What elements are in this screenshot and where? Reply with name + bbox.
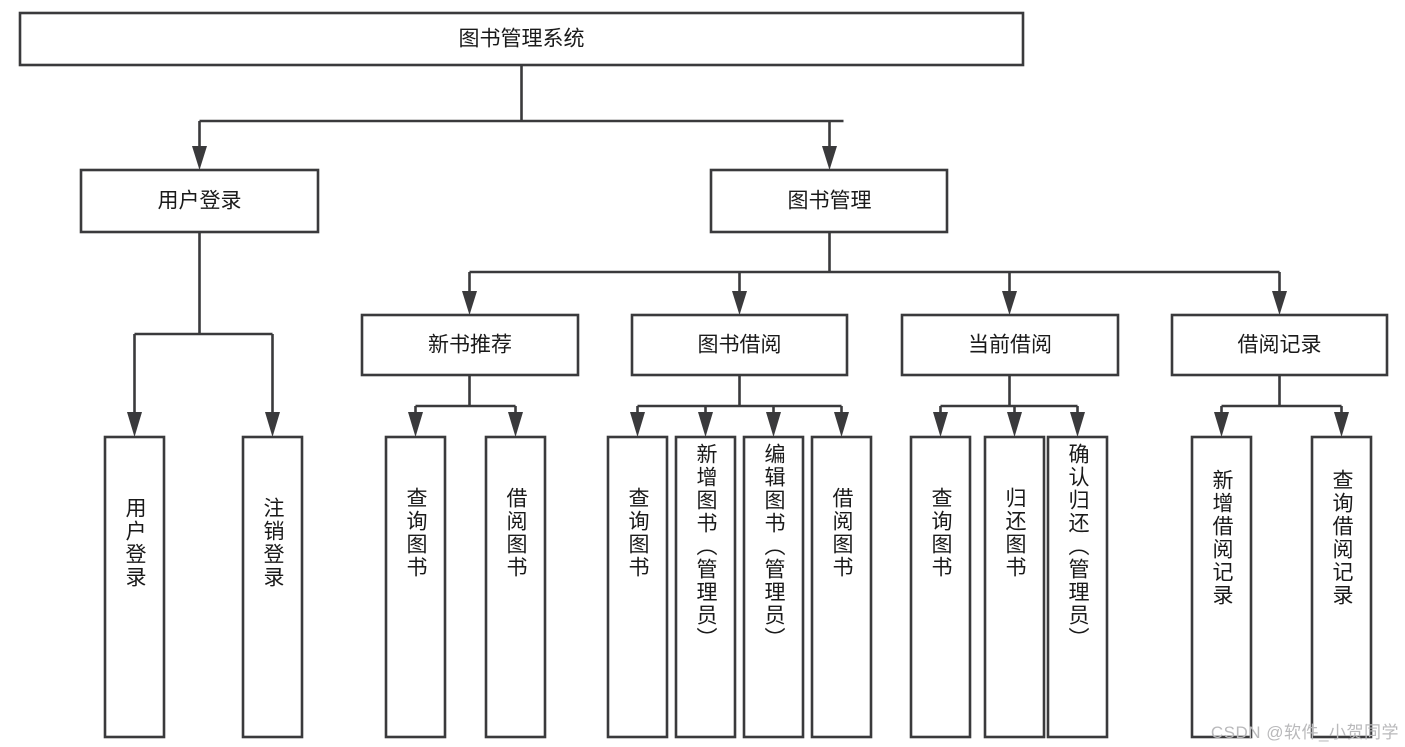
arrowhead-leaf-add-record [1214,412,1229,437]
arrowhead-book-borrow [732,291,747,315]
arrowhead-leaf-add-book [698,412,713,437]
arrowhead-leaf-query-book-1 [408,412,423,437]
node-current-borrow-label: 当前借阅 [968,334,1052,357]
arrowhead-leaf-edit-book [766,412,781,437]
arrowhead-leaf-user-logout [265,412,280,437]
node-layer: 图书管理系统 用户登录 图书管理 新书推荐 图书借阅 当前借阅 借阅记录 [18,11,1389,739]
node-leaf-borrow-book-1[interactable] [484,435,547,739]
node-current-borrow[interactable] [900,313,1120,377]
node-book-manage[interactable] [709,168,949,234]
arrowhead-new-book-recommend [462,291,477,315]
node-book-borrow[interactable] [630,313,849,377]
node-book-manage-label: 图书管理 [788,190,872,213]
node-leaf-confirm-return[interactable] [1046,435,1109,739]
arrowhead-leaf-borrow-book-2 [834,412,849,437]
node-new-book-recommend[interactable] [360,313,580,377]
arrowhead-leaf-query-book-3 [933,412,948,437]
connector-layer [127,65,1349,437]
node-leaf-query-book-3[interactable] [909,435,972,739]
node-leaf-user-logout[interactable] [241,435,304,739]
node-root[interactable] [18,11,1025,67]
csdn-watermark: CSDN @软件_小贺同学 [1210,723,1399,742]
node-user-login[interactable] [79,168,320,234]
arrowhead-leaf-query-record [1334,412,1349,437]
arrowhead-leaf-confirm-return [1070,412,1085,437]
arrowhead-leaf-user-login [127,412,142,437]
arrowhead-leaf-borrow-book-1 [508,412,523,437]
node-book-borrow-label: 图书借阅 [698,334,782,357]
node-leaf-borrow-book-2[interactable] [810,435,873,739]
arrowhead-book-manage [822,146,837,170]
node-leaf-query-record[interactable] [1310,435,1373,739]
arrowhead-leaf-query-book-2 [630,412,645,437]
arrowhead-borrow-record [1272,291,1287,315]
node-leaf-add-record[interactable] [1190,435,1253,739]
node-leaf-edit-book[interactable] [742,435,805,739]
node-root-label: 图书管理系统 [459,28,585,51]
node-leaf-query-book-2[interactable] [606,435,669,739]
node-leaf-user-login[interactable] [103,435,166,739]
node-new-book-recommend-label: 新书推荐 [428,334,512,357]
node-borrow-record-label: 借阅记录 [1238,334,1322,357]
node-leaf-return-book[interactable] [983,435,1046,739]
arrowhead-user-login [192,146,207,170]
node-user-login-label: 用户登录 [158,190,242,213]
arrowhead-current-borrow [1002,291,1017,315]
node-leaf-add-book[interactable] [674,435,737,739]
node-leaf-query-book-1[interactable] [384,435,447,739]
node-borrow-record[interactable] [1170,313,1389,377]
arrowhead-leaf-return-book [1007,412,1022,437]
